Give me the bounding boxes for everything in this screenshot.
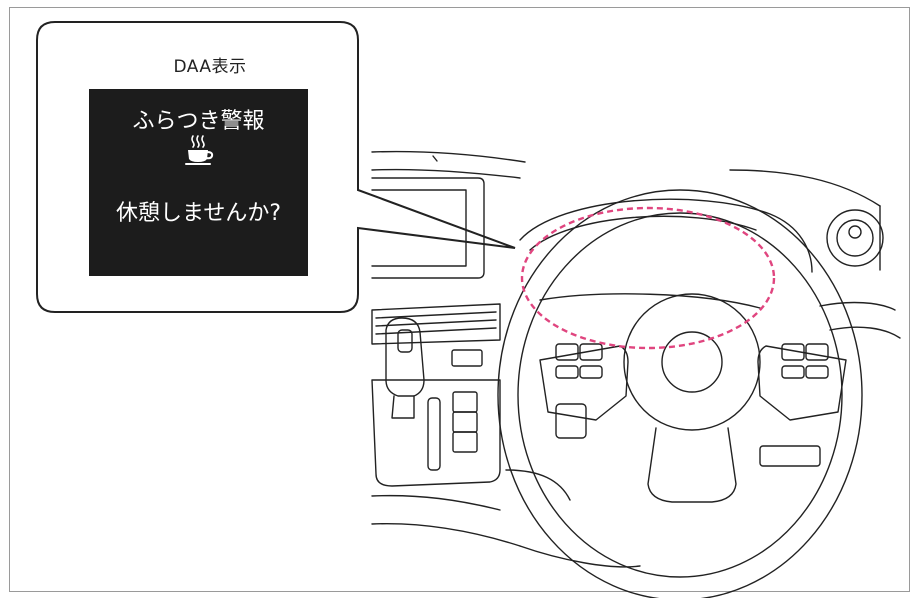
callout-title: DAA表示 <box>173 57 247 77</box>
meter-hood <box>519 198 813 273</box>
steering-hub <box>623 293 761 431</box>
rest-prompt-message: 休憩しませんか? <box>115 201 282 226</box>
center-console <box>371 379 501 487</box>
steering-spoke-left <box>539 345 629 421</box>
center-air-vent <box>371 303 501 345</box>
steering-wheel-rim <box>497 189 863 598</box>
warning-title: ふらつき警報 <box>132 109 265 134</box>
dashboard-upper-edge-2 <box>371 168 521 179</box>
steering-spoke-bottom <box>647 427 737 503</box>
console-indicator <box>451 349 483 367</box>
dashboard-upper-edge <box>371 150 526 163</box>
right-air-vent <box>826 209 884 267</box>
center-display <box>371 177 485 279</box>
steering-spoke-right <box>757 345 847 421</box>
shift-lever-button <box>397 329 413 353</box>
console-slot <box>427 397 441 471</box>
steering-emblem <box>661 331 723 393</box>
figure-frame <box>9 7 910 592</box>
center-display-screen <box>371 189 467 267</box>
steering-wheel-inner-rim <box>517 212 843 578</box>
dash-vent-slot <box>432 155 438 162</box>
daa-display-screen: ふらつき警報 休憩しませんか? <box>89 89 308 276</box>
meter-cluster-highlight <box>520 206 776 350</box>
coffee-cup-icon <box>185 135 214 165</box>
